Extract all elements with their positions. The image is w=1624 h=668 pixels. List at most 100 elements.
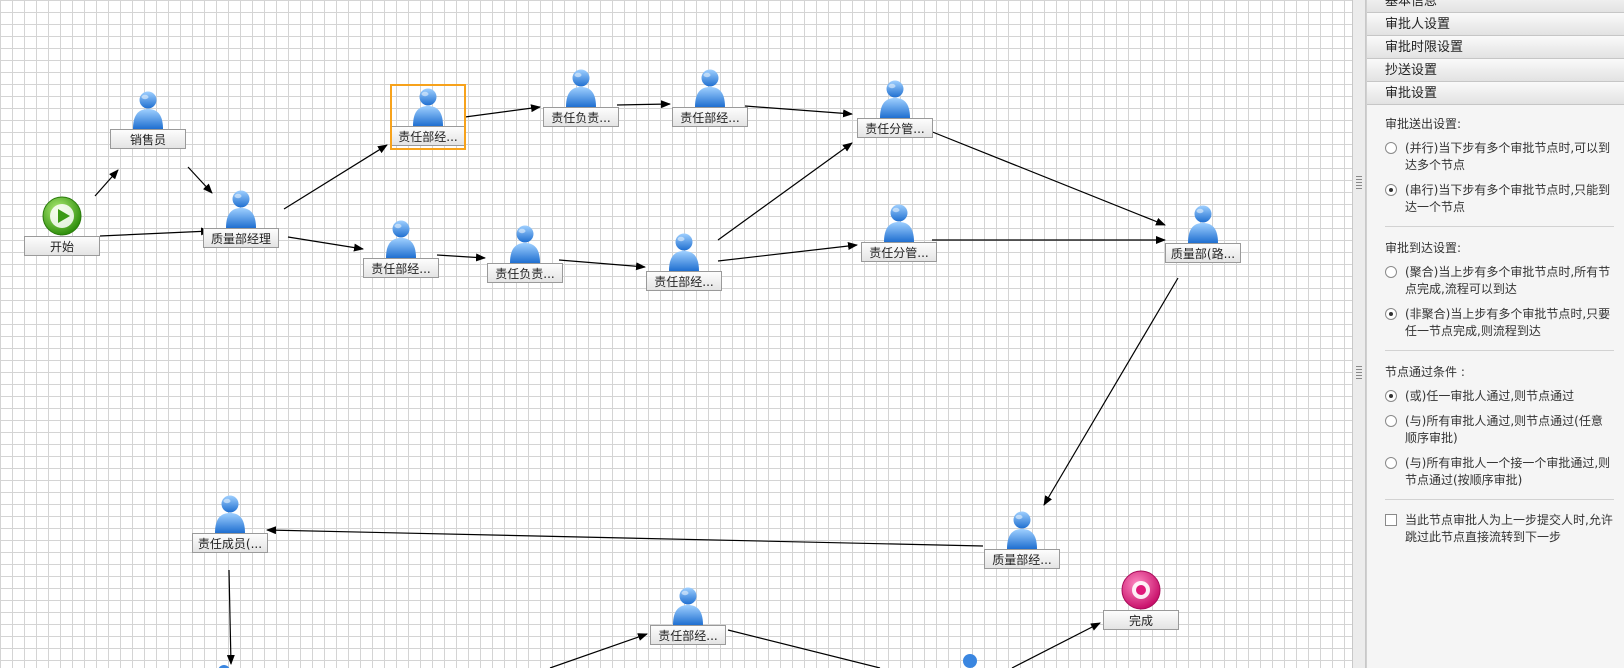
node-label: 责任分管... bbox=[857, 118, 933, 138]
user-icon bbox=[408, 86, 448, 126]
properties-sidebar: 基本信息 审批人设置 审批时限设置 抄送设置 审批设置 审批送出设置: (并行)… bbox=[1366, 0, 1624, 668]
node-resp-dept-5[interactable]: 责任部经... bbox=[650, 585, 726, 645]
send-serial-option[interactable]: (串行)当下步有多个审批节点时,只能到达一个节点 bbox=[1385, 182, 1614, 216]
radio-button[interactable] bbox=[1385, 415, 1397, 427]
edge-respbranch1-qualityroute bbox=[929, 130, 1166, 226]
node-resp-branch-1[interactable]: 责任分管... bbox=[857, 78, 933, 138]
section-cc-settings[interactable]: 抄送设置 bbox=[1367, 59, 1624, 82]
edge-qualitymgr2-respmember bbox=[266, 526, 984, 547]
user-icon bbox=[128, 89, 168, 129]
pass-any-option[interactable]: (或)任一审批人通过,则节点通过 bbox=[1385, 388, 1614, 405]
node-resp-branch-2[interactable]: 责任分管... bbox=[861, 202, 937, 262]
edge-start-sales bbox=[94, 169, 119, 197]
option-label: (并行)当下步有多个审批节点时,可以到达多个节点 bbox=[1405, 141, 1611, 172]
edge-respdept5-out bbox=[727, 629, 881, 668]
node-label: 销售员 bbox=[110, 129, 186, 149]
panel-splitter[interactable] bbox=[1352, 0, 1366, 668]
user-icon bbox=[432, 664, 448, 668]
node-label: 开始 bbox=[24, 236, 100, 256]
radio-button[interactable] bbox=[1385, 457, 1397, 469]
node-label: 责任成员(... bbox=[192, 533, 268, 553]
node-resp-dept-2[interactable]: 责任部经... bbox=[672, 67, 748, 127]
node-resp-member[interactable]: 责任成员(... bbox=[192, 493, 268, 553]
option-label: (非聚合)当上步有多个审批节点时,只要任一节点完成,则流程到达 bbox=[1405, 307, 1611, 338]
approval-settings-panel: 审批送出设置: (并行)当下步有多个审批节点时,可以到达多个节点 (串行)当下步… bbox=[1367, 105, 1624, 546]
node-label: 质量部经理 bbox=[203, 228, 279, 248]
node-label: 责任负责... bbox=[543, 107, 619, 127]
node-quality-mgr[interactable]: 质量部经理 bbox=[203, 188, 279, 248]
flow-edges bbox=[94, 100, 1179, 668]
workflow-canvas[interactable]: 开始 销售员 质量部经理 责任部经... 责任负责... 责任部经... bbox=[0, 0, 1352, 668]
edge-respdept4-respbranch2 bbox=[717, 242, 858, 262]
node-resp-head-1[interactable]: 责任负责... bbox=[543, 67, 619, 127]
section-approver-settings[interactable]: 审批人设置 bbox=[1367, 13, 1624, 36]
radio-button[interactable] bbox=[1385, 142, 1397, 154]
pass-condition-title: 节点通过条件 : bbox=[1385, 365, 1465, 379]
node-label: 质量部(路... bbox=[1165, 243, 1241, 263]
arrive-aggregate-option[interactable]: (聚合)当上步有多个审批节点时,所有节点完成,流程可以到达 bbox=[1385, 264, 1614, 298]
node-quality-route[interactable]: 质量部(路... bbox=[1165, 203, 1241, 263]
node-start[interactable]: 开始 bbox=[24, 196, 100, 256]
start-icon bbox=[42, 196, 82, 236]
node-label: 责任部经... bbox=[363, 258, 439, 278]
option-label: (串行)当下步有多个审批节点时,只能到达一个节点 bbox=[1405, 183, 1611, 214]
edge-start-quality bbox=[99, 227, 211, 237]
section-time-limit-settings[interactable]: 审批时限设置 bbox=[1367, 36, 1624, 59]
option-label: (与)所有审批人通过,则节点通过(任意顺序审批) bbox=[1405, 414, 1603, 445]
user-icon bbox=[879, 202, 919, 242]
edge-quality-respdept3 bbox=[287, 236, 364, 252]
edge-lower-finish bbox=[1011, 622, 1101, 668]
pass-all-any-order-option[interactable]: (与)所有审批人通过,则节点通过(任意顺序审批) bbox=[1385, 413, 1614, 447]
section-approval-settings[interactable]: 审批设置 bbox=[1367, 82, 1624, 105]
user-icon bbox=[1183, 203, 1223, 243]
user-icon bbox=[381, 218, 421, 258]
user-icon bbox=[960, 652, 980, 668]
pass-all-sequential-option[interactable]: (与)所有审批人一个接一个审批通过,则节点通过(按顺序审批) bbox=[1385, 455, 1614, 489]
edge-resphead1-respdept2 bbox=[616, 100, 671, 109]
option-label: (与)所有审批人一个接一个审批通过,则节点通过(按顺序审批) bbox=[1405, 456, 1611, 487]
node-resp-head-2[interactable]: 责任负责... bbox=[487, 223, 563, 283]
node-finish[interactable]: 完成 bbox=[1103, 570, 1179, 630]
node-label: 责任部经... bbox=[672, 107, 748, 127]
arrive-non-aggregate-option[interactable]: (非聚合)当上步有多个审批节点时,只要任一节点完成,则流程到达 bbox=[1385, 306, 1614, 340]
node-resp-dept-4[interactable]: 责任部经... bbox=[646, 231, 722, 291]
node-label: 责任分管... bbox=[861, 242, 937, 262]
skip-self-option[interactable]: 当此节点审批人为上一步提交人时,允许跳过此节点直接流转到下一步 bbox=[1385, 512, 1614, 546]
edge-lower-respdept5 bbox=[549, 633, 648, 668]
node-label: 责任负责... bbox=[487, 263, 563, 283]
user-icon bbox=[505, 223, 545, 263]
edge-respmember-down bbox=[226, 569, 235, 665]
node-sales[interactable]: 销售员 bbox=[110, 89, 186, 149]
edge-qualityroute-qualitymgr2 bbox=[1043, 277, 1179, 506]
section-basic-info[interactable]: 基本信息 bbox=[1367, 0, 1624, 13]
node-resp-dept-1[interactable]: 责任部经... bbox=[390, 84, 466, 150]
user-icon bbox=[690, 67, 730, 107]
edge-resphead2-respdept4 bbox=[558, 259, 646, 271]
edge-respdept1-resphead1 bbox=[464, 104, 541, 118]
node-quality-mgr-2[interactable]: 质量部经... bbox=[984, 509, 1060, 569]
user-icon bbox=[214, 660, 234, 668]
finish-icon bbox=[1121, 570, 1161, 610]
radio-button[interactable] bbox=[1385, 266, 1397, 278]
radio-button[interactable] bbox=[1385, 184, 1397, 196]
grip-handle-icon bbox=[1356, 366, 1362, 380]
node-label: 完成 bbox=[1103, 610, 1179, 630]
option-label: (或)任一审批人通过,则节点通过 bbox=[1405, 389, 1575, 403]
option-label: (聚合)当上步有多个审批节点时,所有节点完成,流程可以到达 bbox=[1405, 265, 1611, 296]
edge-sales-quality bbox=[187, 166, 213, 194]
user-icon bbox=[210, 493, 250, 533]
send-settings-title: 审批送出设置: bbox=[1385, 117, 1462, 131]
user-icon bbox=[875, 78, 915, 118]
radio-button[interactable] bbox=[1385, 390, 1397, 402]
checkbox[interactable] bbox=[1385, 514, 1397, 526]
send-parallel-option[interactable]: (并行)当下步有多个审批节点时,可以到达多个节点 bbox=[1385, 140, 1614, 174]
arrive-settings-title: 审批到达设置: bbox=[1385, 241, 1462, 255]
grip-handle-icon bbox=[1356, 176, 1362, 190]
node-resp-dept-3[interactable]: 责任部经... bbox=[363, 218, 439, 278]
edge-respdept2-respbranch1 bbox=[744, 105, 853, 118]
edge-quality-respdept1 bbox=[283, 144, 388, 210]
divider bbox=[1385, 499, 1614, 500]
node-label: 责任部经... bbox=[646, 271, 722, 291]
radio-button[interactable] bbox=[1385, 308, 1397, 320]
user-icon bbox=[668, 585, 708, 625]
